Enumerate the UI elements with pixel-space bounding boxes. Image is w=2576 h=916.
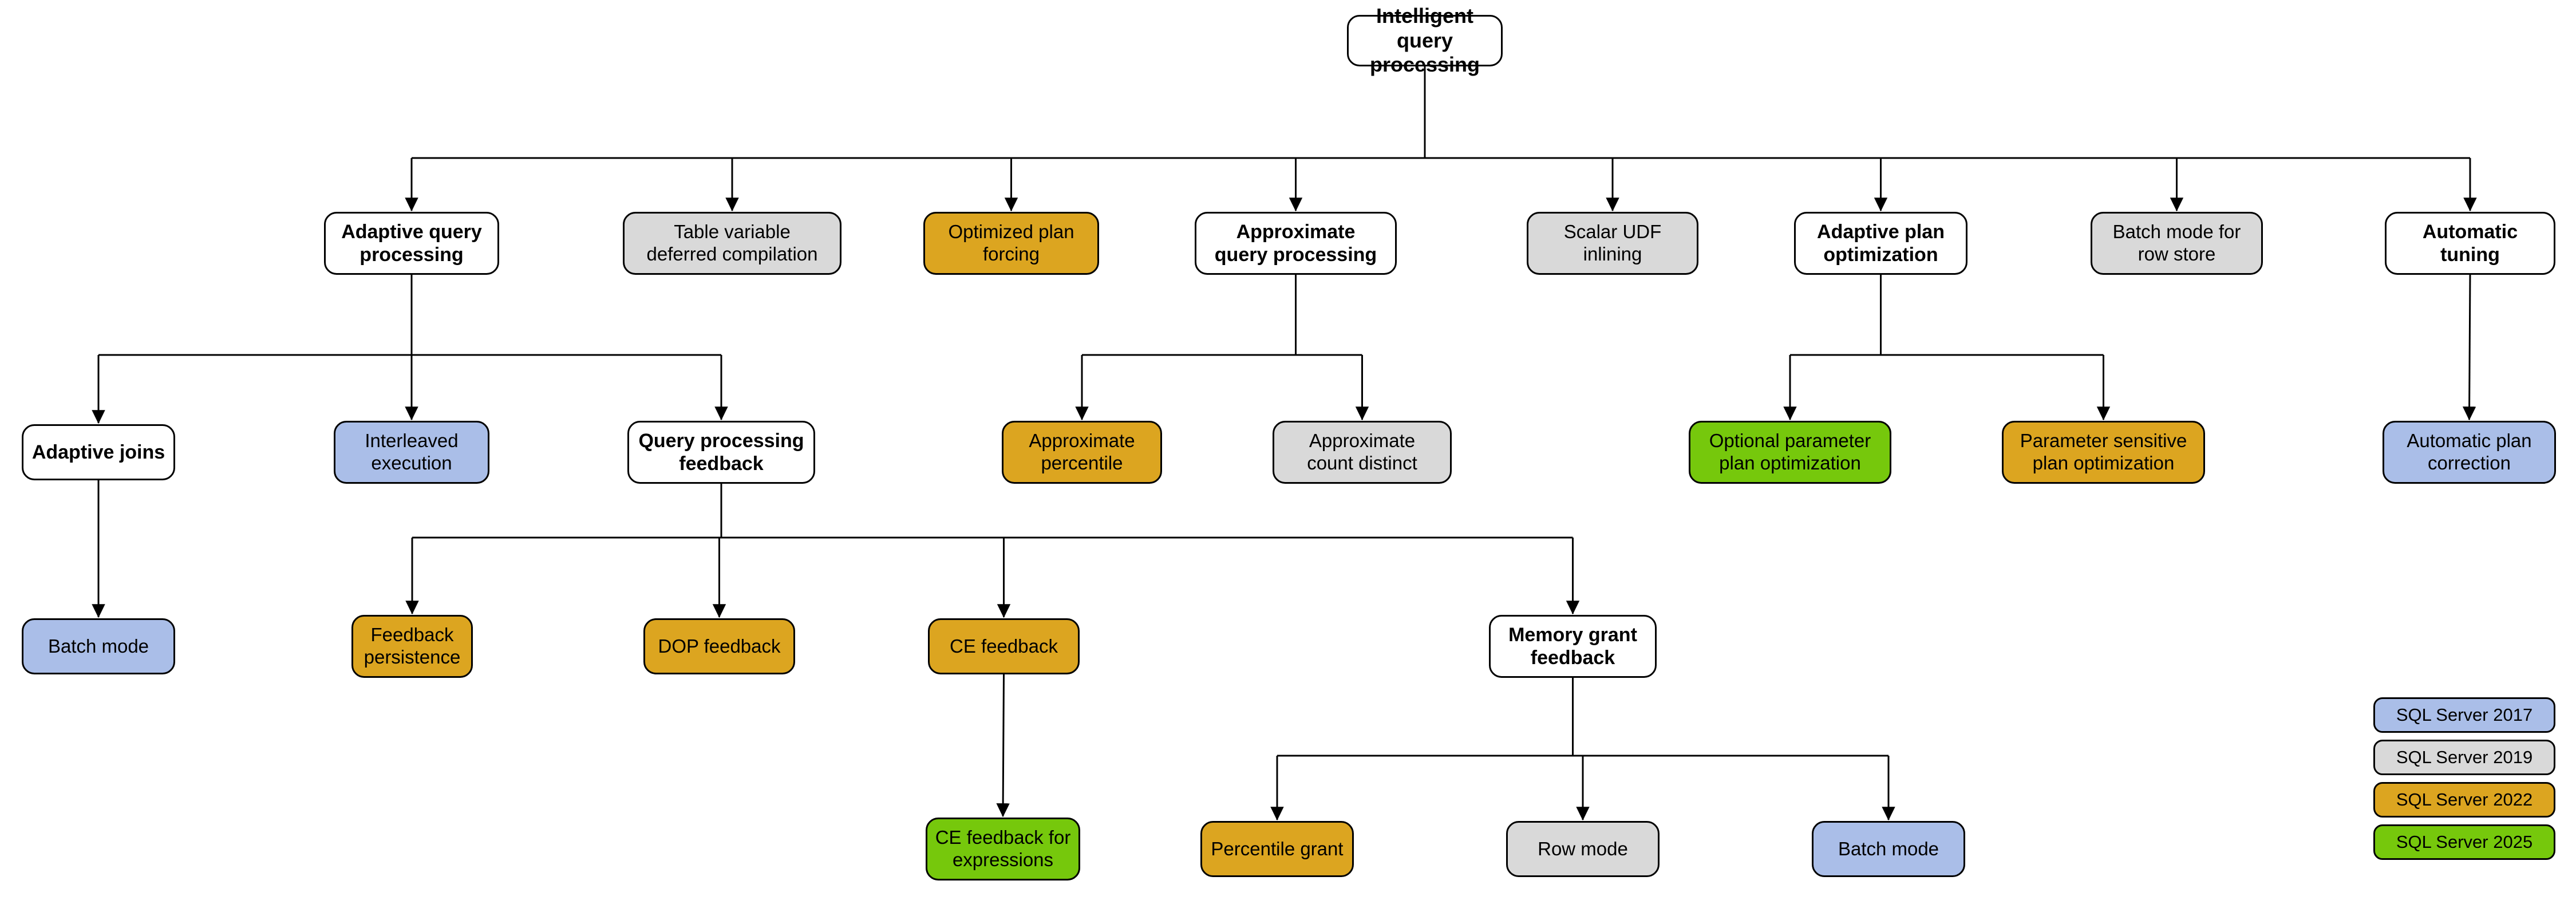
node-tvdc[interactable]: Table variable deferred compilation <box>623 212 841 275</box>
node-mgf[interactable]: Memory grant feedback <box>1489 615 1657 678</box>
node-sudf[interactable]: Scalar UDF inlining <box>1527 212 1698 275</box>
node-dopfb[interactable]: DOP feedback <box>643 618 795 674</box>
node-approxqp[interactable]: Approximate query processing <box>1195 212 1397 275</box>
node-autotune[interactable]: Automatic tuning <box>2385 212 2555 275</box>
node-fbpersist[interactable]: Feedback persistence <box>351 615 473 678</box>
legend-item-sql-server-2025: SQL Server 2025 <box>2373 824 2555 860</box>
node-cefb[interactable]: CE feedback <box>928 618 1080 674</box>
legend-item-sql-server-2019: SQL Server 2019 <box>2373 740 2555 775</box>
node-cefbexpr[interactable]: CE feedback for expressions <box>926 818 1080 881</box>
node-approxcd[interactable]: Approximate count distinct <box>1273 421 1452 484</box>
node-batchmode1[interactable]: Batch mode <box>22 618 175 674</box>
node-batchmode2[interactable]: Batch mode <box>1812 821 1965 877</box>
node-rowmode[interactable]: Row mode <box>1506 821 1660 877</box>
node-oppo[interactable]: Optional parameter plan optimization <box>1689 421 1891 484</box>
node-pspo[interactable]: Parameter sensitive plan optimization <box>2002 421 2205 484</box>
node-qpf[interactable]: Query processing feedback <box>627 421 815 484</box>
node-apo2[interactable]: Adaptive plan optimization <box>1794 212 1967 275</box>
node-apc[interactable]: Automatic plan correction <box>2383 421 2556 484</box>
legend-item-sql-server-2017: SQL Server 2017 <box>2373 697 2555 733</box>
connector-line <box>2462 274 2476 421</box>
node-approxpct[interactable]: Approximate percentile <box>1002 421 1162 484</box>
legend-item-sql-server-2022: SQL Server 2022 <box>2373 782 2555 818</box>
node-aqp[interactable]: Adaptive query processing <box>324 212 499 275</box>
node-bmrs[interactable]: Batch mode for row store <box>2091 212 2263 275</box>
node-pctgrant[interactable]: Percentile grant <box>1200 821 1354 877</box>
node-opf[interactable]: Optimized plan forcing <box>923 212 1099 275</box>
node-root[interactable]: Intelligent query processing <box>1347 4 1503 76</box>
node-interleaved[interactable]: Interleaved execution <box>334 421 489 484</box>
connector-line <box>996 674 1010 818</box>
node-adaptjoin[interactable]: Adaptive joins <box>22 424 175 480</box>
